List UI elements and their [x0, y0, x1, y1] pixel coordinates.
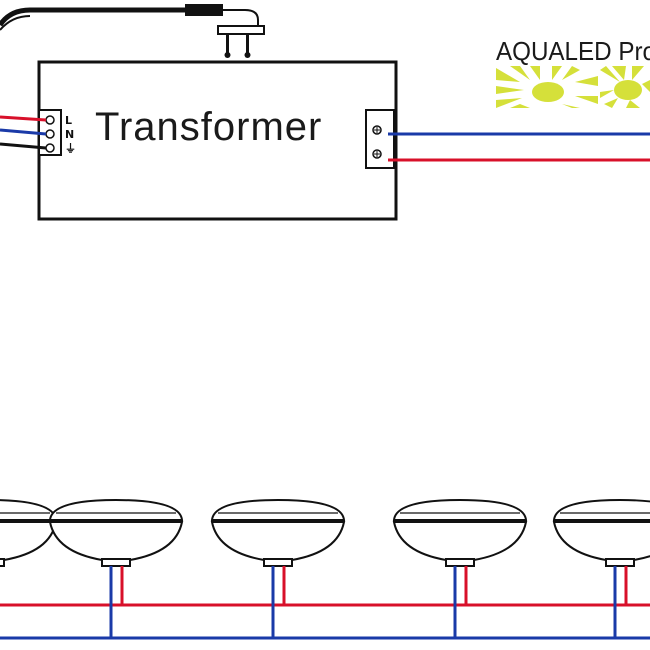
pool-lamp — [0, 499, 58, 567]
pool-lamp — [210, 498, 346, 638]
pool-lamp — [48, 498, 184, 638]
transformer-label: Transformer — [95, 105, 322, 149]
terminal-label-live: L — [65, 114, 72, 127]
input-wires — [0, 115, 47, 150]
transformer-box: Transformer — [37, 60, 398, 221]
brand-name: AQUALED Pro — [496, 36, 650, 66]
sun-rays-icon — [496, 66, 650, 108]
brand-logo: AQUALED Pro — [496, 36, 650, 108]
mains-plug — [185, 4, 265, 58]
mains-cable — [0, 7, 200, 31]
output-wires — [388, 132, 650, 162]
output-terminal-block — [365, 109, 395, 169]
pool-lamp — [392, 498, 528, 638]
lamp-bus-wires — [0, 603, 650, 640]
pool-lamp — [552, 498, 650, 638]
terminal-label-earth: ⏚ — [65, 142, 76, 155]
lamps-row — [0, 498, 650, 638]
terminal-label-neutral: N — [65, 128, 74, 141]
